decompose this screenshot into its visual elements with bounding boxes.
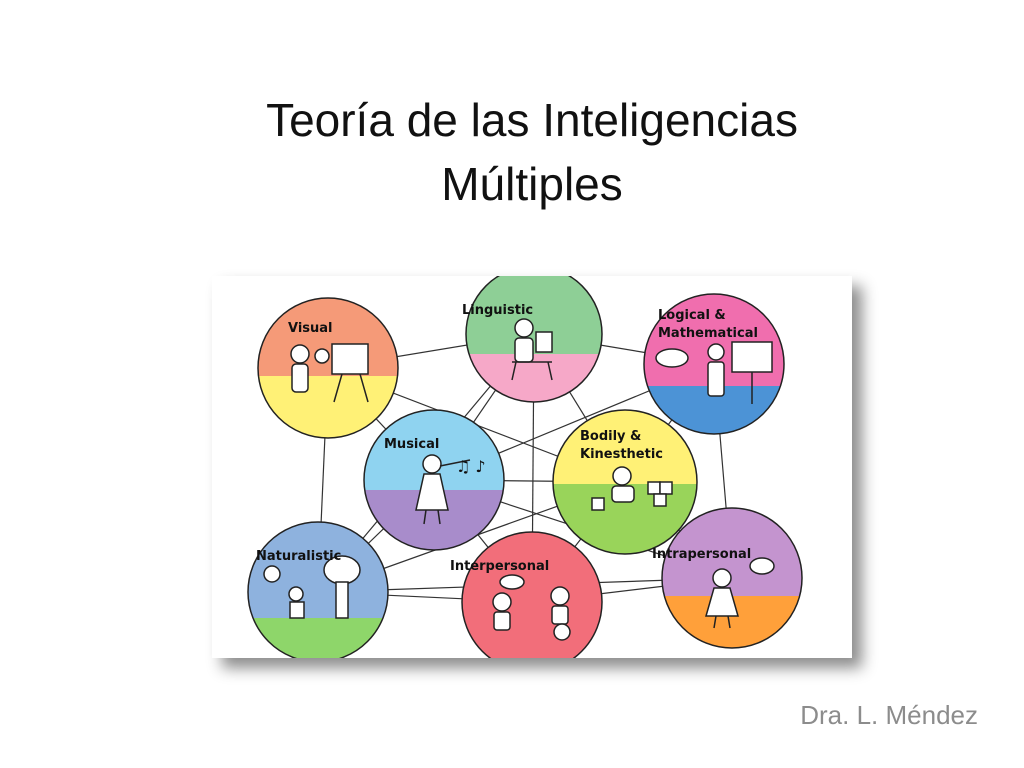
- node-linguistic-top: [466, 276, 602, 354]
- tree-icon: [263, 555, 361, 619]
- music-notes-icon: ♫ ♪: [456, 457, 486, 476]
- author-name: Dra. L. Méndez: [800, 700, 978, 730]
- node-interpersonal-label: Interpersonal: [450, 559, 549, 574]
- node-naturalistic: Naturalistic: [247, 521, 389, 658]
- node-visual: Visual: [257, 297, 399, 439]
- node-linguistic-label: Linguistic: [462, 303, 533, 318]
- title-line-1: Teoría de las Inteligencias: [266, 94, 798, 146]
- node-intrapersonal-label: Intrapersonal: [652, 547, 751, 562]
- node-naturalistic-bottom: [248, 618, 388, 658]
- blocks-child-icon: [591, 466, 673, 511]
- node-musical-label: Musical: [384, 437, 439, 452]
- node-bodily-label-line1: Bodily &: [580, 429, 641, 444]
- node-naturalistic-label: Naturalistic: [256, 549, 341, 564]
- node-musical: ♫ ♪ Musical: [363, 409, 505, 551]
- reader-icon: [511, 318, 553, 381]
- node-bodily: Bodily & Kinesthetic: [552, 409, 698, 555]
- node-interpersonal-bottom: [462, 602, 602, 658]
- node-visual-label: Visual: [288, 321, 333, 336]
- node-logical: Logical & Mathematical: [643, 293, 785, 435]
- intelligences-diagram: Visual Linguistic: [212, 276, 852, 658]
- node-visual-top: [258, 298, 398, 376]
- node-bodily-label-line2: Kinesthetic: [580, 447, 663, 462]
- node-logical-label-line1: Logical &: [658, 308, 726, 323]
- math-teacher-icon: [655, 341, 773, 404]
- conversation-icon: [492, 574, 571, 641]
- node-visual-bottom: [258, 376, 398, 438]
- node-logical-label-line2: Mathematical: [658, 326, 758, 341]
- slide-title: Teoría de las Inteligencias Múltiples: [0, 88, 1024, 216]
- painter-icon: [290, 343, 369, 403]
- title-line-2: Múltiples: [441, 158, 623, 210]
- diagram-canvas: Visual Linguistic: [247, 276, 803, 658]
- thinking-child-icon: [705, 557, 775, 629]
- violinist-icon: [415, 454, 471, 525]
- node-interpersonal: Interpersonal: [450, 531, 603, 658]
- node-linguistic: Linguistic: [462, 276, 603, 403]
